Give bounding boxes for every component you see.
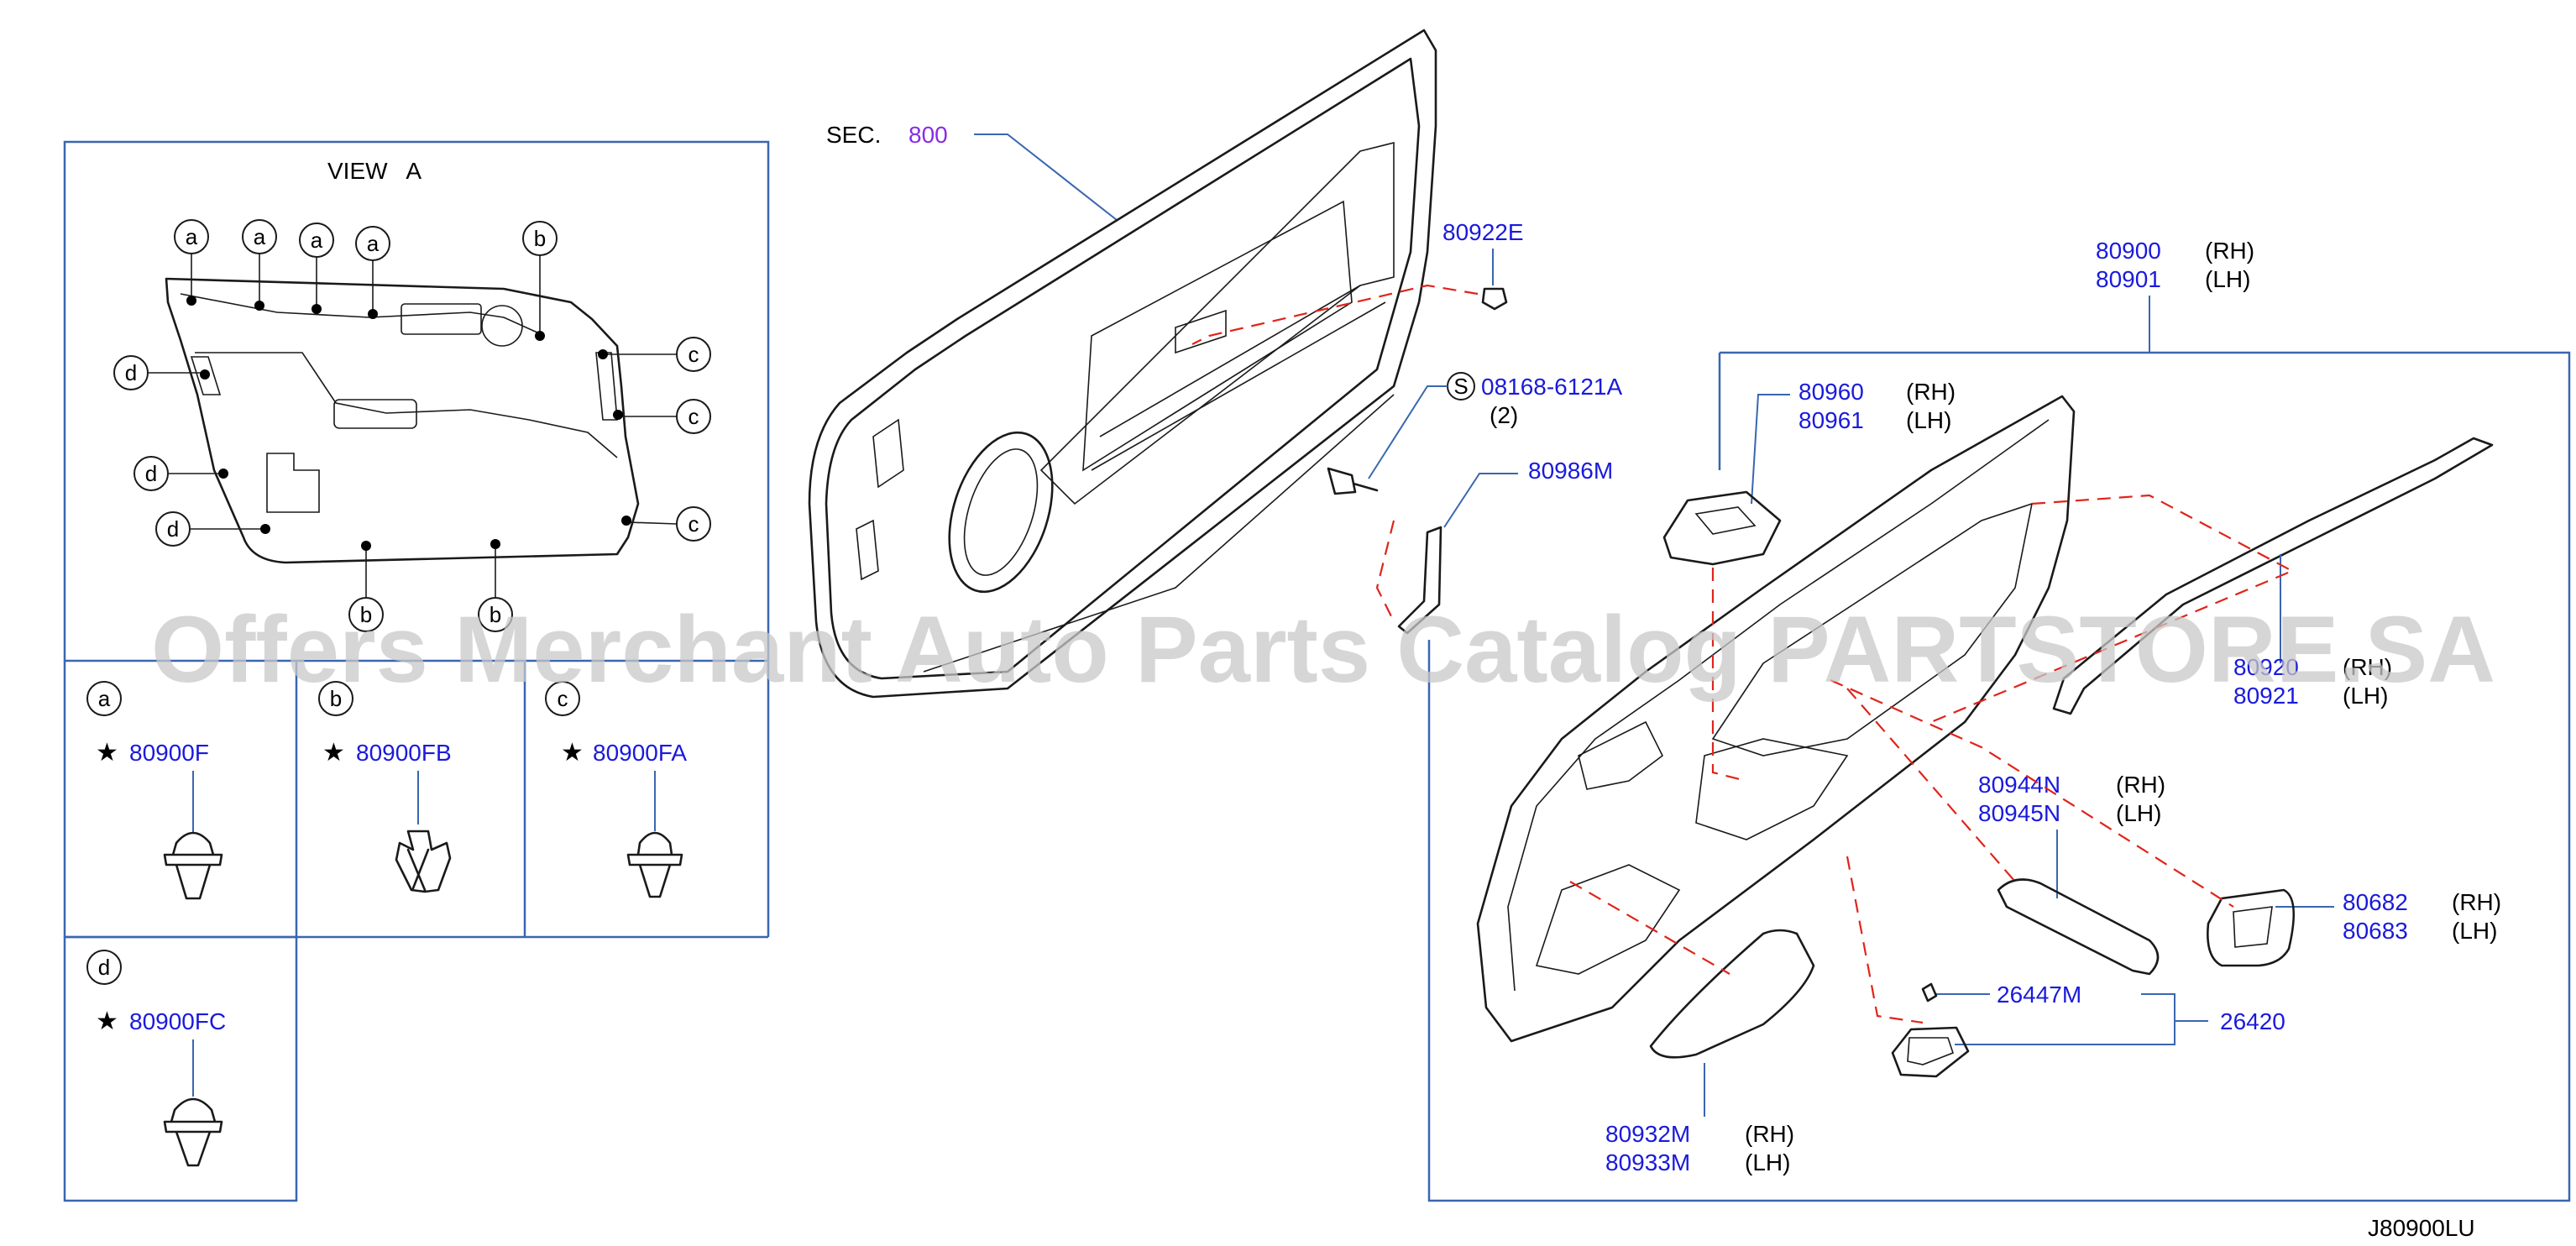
part-80944N[interactable]: 80944N bbox=[1978, 772, 2060, 798]
svg-text:a: a bbox=[254, 224, 266, 249]
part-80900FA[interactable]: 80900FA bbox=[593, 740, 687, 766]
svg-text:(2): (2) bbox=[1490, 402, 1518, 428]
svg-text:c: c bbox=[558, 686, 568, 711]
svg-text:d: d bbox=[125, 360, 137, 385]
upper-finisher: 80920 (RH) 80921 (LH) bbox=[1930, 437, 2494, 724]
svg-text:(RH): (RH) bbox=[2116, 772, 2165, 798]
svg-text:(LH): (LH) bbox=[2452, 918, 2497, 944]
svg-text:(LH): (LH) bbox=[2205, 266, 2250, 292]
door-inner-panel: SEC. 800 bbox=[808, 29, 1437, 699]
door-pocket: 80932M (RH) 80933M (LH) bbox=[1569, 881, 1815, 1175]
svg-text:(RH): (RH) bbox=[2205, 238, 2254, 264]
clip-c-cell: c ★ 80900FA bbox=[545, 681, 687, 898]
svg-text:(LH): (LH) bbox=[1906, 407, 1951, 433]
svg-text:c: c bbox=[689, 342, 699, 367]
view-a-panel: VIEW A a a a a b c c c d bbox=[63, 140, 770, 1202]
svg-text:a: a bbox=[98, 686, 111, 711]
svg-text:d: d bbox=[167, 516, 179, 542]
part-80901[interactable]: 80901 bbox=[2096, 266, 2161, 292]
sec-800-link[interactable]: 800 bbox=[908, 122, 948, 148]
svg-text:b: b bbox=[330, 686, 342, 711]
svg-text:b: b bbox=[360, 602, 372, 627]
svg-text:a: a bbox=[311, 228, 323, 253]
part-80960[interactable]: 80960 bbox=[1798, 379, 1864, 405]
part-26420[interactable]: 26420 bbox=[2220, 1008, 2285, 1034]
part-80683[interactable]: 80683 bbox=[2343, 918, 2408, 944]
part-80921[interactable]: 80921 bbox=[2233, 683, 2299, 709]
trim-back-outline bbox=[165, 277, 640, 564]
svg-text:d: d bbox=[145, 461, 157, 486]
clip-a-cell: a ★ 80900F bbox=[86, 681, 223, 900]
svg-text:d: d bbox=[98, 955, 110, 980]
part-80900[interactable]: 80900 bbox=[2096, 238, 2161, 264]
part-80900FB[interactable]: 80900FB bbox=[356, 740, 452, 766]
part-80945N[interactable]: 80945N bbox=[1978, 800, 2060, 826]
sec-label: SEC. bbox=[826, 122, 881, 148]
part-80900F[interactable]: 80900F bbox=[129, 740, 209, 766]
svg-text:(RH): (RH) bbox=[1906, 379, 1956, 405]
view-callouts: a a a a b c c c d d d b b bbox=[113, 219, 711, 632]
watermark: Offers Merchant Auto Parts Catalog PARTS… bbox=[151, 597, 2495, 702]
part-80900FC[interactable]: 80900FC bbox=[129, 1008, 226, 1034]
svg-text:S: S bbox=[1453, 374, 1468, 399]
part-80682[interactable]: 80682 bbox=[2343, 889, 2408, 915]
svg-text:★: ★ bbox=[322, 738, 345, 767]
window-switch: 80960 (RH) 80961 (LH) bbox=[1662, 379, 1956, 783]
svg-text:c: c bbox=[689, 404, 699, 429]
svg-text:a: a bbox=[367, 231, 380, 256]
pull-handle: 80944N (RH) 80945N (LH) bbox=[1846, 688, 2165, 976]
svg-text:c: c bbox=[689, 511, 699, 537]
clip-d-cell: d ★ 80900FC bbox=[86, 950, 226, 1167]
svg-text:(LH): (LH) bbox=[2343, 683, 2388, 709]
fastener-parts: 80922E S 08168-6121A (2) 80986M bbox=[1191, 219, 1622, 635]
part-80986M[interactable]: 80986M bbox=[1528, 458, 1613, 484]
svg-text:★: ★ bbox=[96, 738, 118, 767]
svg-text:(RH): (RH) bbox=[2343, 654, 2392, 680]
part-80961[interactable]: 80961 bbox=[1798, 407, 1864, 433]
svg-text:(LH): (LH) bbox=[1745, 1149, 1790, 1175]
clip-b-cell: b ★ 80900FB bbox=[318, 681, 452, 893]
svg-text:b: b bbox=[490, 602, 501, 627]
svg-text:(RH): (RH) bbox=[2452, 889, 2501, 915]
svg-text:a: a bbox=[186, 224, 198, 249]
part-08168-6121A[interactable]: 08168-6121A bbox=[1481, 374, 1622, 400]
view-a-title: VIEW A bbox=[327, 158, 421, 184]
part-80932M[interactable]: 80932M bbox=[1605, 1121, 1690, 1147]
part-26447M[interactable]: 26447M bbox=[1997, 982, 2081, 1008]
courtesy-lamp: 26447M 26420 bbox=[1846, 856, 2285, 1078]
svg-text:★: ★ bbox=[96, 1007, 118, 1036]
svg-text:b: b bbox=[534, 226, 546, 251]
inside-handle-escutcheon: 80682 (RH) 80683 (LH) bbox=[1830, 678, 2501, 967]
svg-text:(RH): (RH) bbox=[1745, 1121, 1794, 1147]
door-trim-assembly: 80900 (RH) 80901 (LH) bbox=[1427, 238, 2571, 1202]
svg-text:★: ★ bbox=[561, 738, 584, 767]
part-80933M[interactable]: 80933M bbox=[1605, 1149, 1690, 1175]
part-80920[interactable]: 80920 bbox=[2233, 654, 2299, 680]
svg-text:(LH): (LH) bbox=[2116, 800, 2161, 826]
diagram-code: J80900LU bbox=[2368, 1215, 2475, 1241]
part-80922E[interactable]: 80922E bbox=[1442, 219, 1524, 245]
